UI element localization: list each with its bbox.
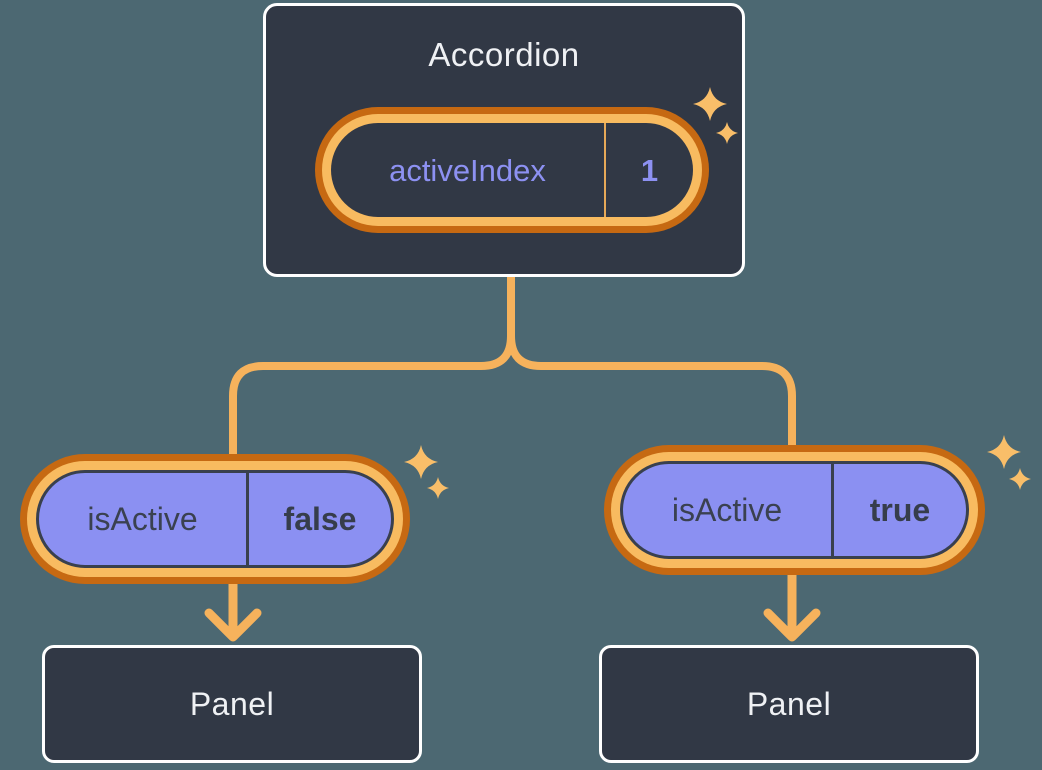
sparkle-icon bbox=[987, 435, 1021, 469]
prop-name-left: isActive bbox=[87, 501, 198, 537]
panel-right-label: Panel bbox=[746, 685, 832, 722]
prop-pill-left-divider bbox=[246, 473, 249, 565]
sparkle-icon bbox=[1009, 468, 1031, 490]
prop-pill-left: isActive false bbox=[20, 454, 410, 584]
panel-left: Panel bbox=[42, 645, 422, 763]
prop-value-left: false bbox=[283, 501, 357, 537]
state-pill: activeIndex 1 bbox=[315, 107, 709, 233]
state-pill-ring: activeIndex 1 bbox=[322, 114, 702, 226]
prop-pill-right-divider bbox=[831, 464, 834, 556]
prop-pill-right-ring: isActive true bbox=[611, 452, 978, 568]
state-value: 1 bbox=[640, 152, 659, 188]
panel-right: Panel bbox=[599, 645, 979, 763]
accordion-card: Accordion activeIndex 1 bbox=[263, 3, 745, 277]
sparkle-icon bbox=[404, 445, 438, 479]
prop-pill-left-ring: isActive false bbox=[27, 461, 403, 577]
branch-right-line bbox=[507, 277, 796, 452]
prop-pill-right: isActive true bbox=[604, 445, 985, 575]
prop-name-right: isActive bbox=[671, 492, 783, 528]
sparkle-icon bbox=[427, 477, 449, 499]
prop-value-right: true bbox=[869, 492, 931, 528]
accordion-title: Accordion bbox=[428, 36, 580, 73]
panel-left-label: Panel bbox=[189, 685, 275, 722]
branch-left-line bbox=[229, 277, 515, 462]
state-pill-divider bbox=[604, 123, 606, 217]
state-name: activeIndex bbox=[389, 152, 546, 188]
